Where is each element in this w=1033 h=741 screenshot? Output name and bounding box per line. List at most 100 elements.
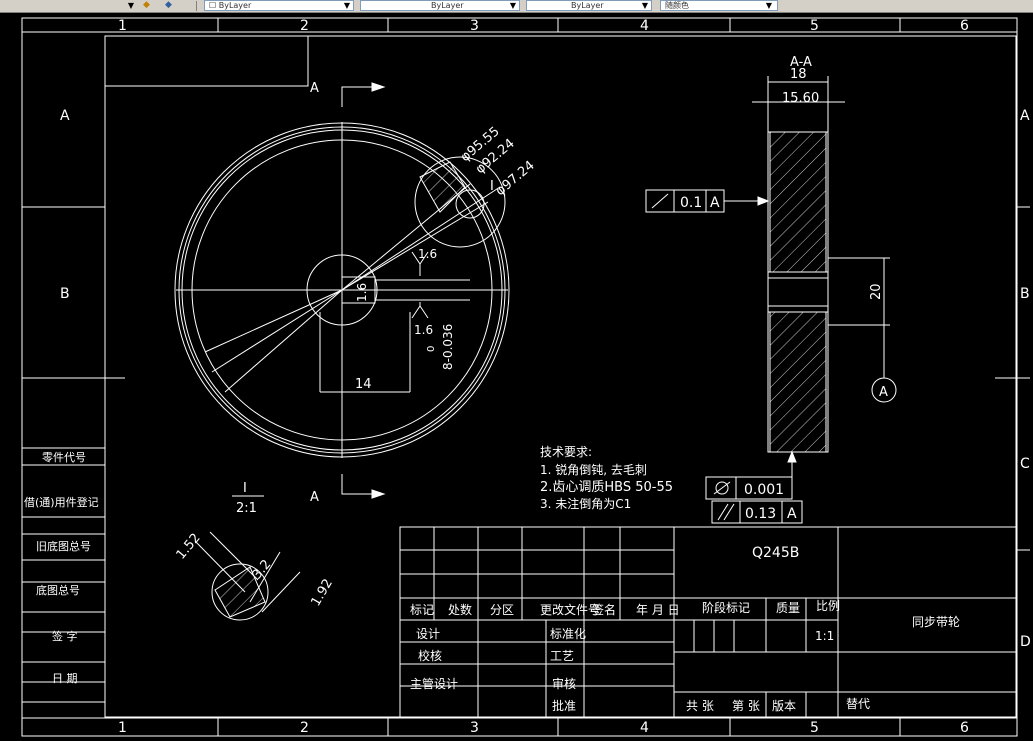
roughness-label: 1.6 (355, 283, 369, 302)
tb-standardize: 标准化 (550, 627, 586, 641)
date-label: 日 期 (52, 672, 78, 685)
row-label: A (1020, 108, 1030, 124)
tech-note-line: 1. 锐角倒钝, 去毛刺 (540, 463, 647, 477)
section-title: A-A (790, 55, 812, 70)
col-label: 1 (118, 720, 127, 736)
lineweight-control[interactable]: ByLayer (526, 0, 652, 11)
col-label: 3 (470, 720, 479, 736)
datum-label: A (879, 385, 888, 400)
section-marker-top: A (310, 81, 319, 96)
cylindricity-value: 0.001 (744, 482, 784, 498)
signature-label: 签 字 (52, 629, 78, 643)
tb-total-sheets: 共 张 (686, 699, 714, 713)
dim-width: 18 (790, 67, 807, 82)
detail-dim: 1.52 (174, 531, 204, 563)
layers-icon[interactable]: ◆ (165, 0, 172, 10)
color-control-value: ByLayer (218, 1, 252, 10)
detail-label: I (243, 481, 247, 496)
detail-view (195, 495, 301, 621)
plotstyle-control[interactable]: 随颜色 (660, 0, 778, 11)
tech-notes-title: 技术要求: (540, 445, 592, 459)
chevron-down-icon[interactable]: ▼ (765, 1, 773, 10)
tb-weight: 质量 (776, 601, 800, 615)
section-view (645, 76, 897, 524)
drawing-canvas[interactable]: 1 2 3 4 5 6 1 2 3 4 5 6 A B A B C D (0, 12, 1033, 741)
tb-stage-mark: 阶段标记 (702, 600, 750, 615)
tb-sheet-no: 第 张 (732, 699, 760, 713)
chevron-down-icon[interactable]: ▼ (641, 1, 649, 10)
tb-sign: 签名 (592, 602, 616, 617)
col-label: 2 (300, 18, 309, 34)
tb-change-doc: 更改文件号 (540, 602, 600, 617)
col-label: 6 (960, 720, 969, 736)
col-label: 5 (810, 720, 819, 736)
runout-datum: A (710, 195, 720, 211)
tb-check: 校核 (418, 648, 442, 663)
detail-ref-label: I (490, 179, 494, 194)
dim-tip-diameter: φ97.24 (493, 158, 538, 199)
part-name: 同步带轮 (912, 615, 960, 629)
tb-scale: 比例 (816, 599, 840, 613)
chevron-down-icon[interactable]: ▼ (127, 1, 135, 10)
borrowed-reg-label: 借(通)用件登记 (24, 495, 99, 509)
plotstyle-control-value: 随颜色 (665, 1, 689, 10)
left-panel-table (22, 447, 105, 703)
detail-scale: 2:1 (236, 501, 257, 516)
col-label: 5 (810, 18, 819, 34)
col-label: 2 (300, 720, 309, 736)
toolbar-separator (196, 1, 197, 11)
tb-design: 设计 (416, 627, 440, 641)
linetype-control-value: ByLayer (431, 1, 464, 10)
inner-frame (104, 35, 1017, 718)
detail-dim: 1.92 (308, 576, 335, 609)
tb-chief-design: 主管设计 (410, 676, 458, 691)
keyway-tolerance: 8-0.036 (441, 324, 455, 370)
color-control[interactable]: ☐ ByLayer (204, 0, 354, 11)
tb-replace: 替代 (846, 697, 870, 711)
col-label: 4 (640, 720, 649, 736)
code-box (105, 36, 309, 87)
col-label: 1 (118, 18, 127, 34)
layer-state-icon[interactable]: ◆ (143, 0, 150, 10)
dim-inner-width: 15.60 (782, 91, 819, 106)
tb-zone: 分区 (490, 603, 514, 617)
row-label: B (60, 286, 70, 302)
tb-ymd: 年 月 日 (636, 603, 680, 617)
title-block (399, 526, 1017, 719)
tech-note-line: 3. 未注倒角为C1 (540, 496, 631, 511)
front-view (174, 82, 510, 499)
parallelism-datum: A (787, 506, 797, 522)
tb-approve: 批准 (552, 698, 576, 713)
chevron-down-icon[interactable]: ▼ (343, 1, 351, 10)
tb-process: 工艺 (550, 649, 574, 663)
col-label: 6 (960, 18, 969, 34)
outer-frame (21, 17, 1018, 737)
material: Q245B (752, 545, 799, 561)
col-label: 3 (470, 18, 479, 34)
roughness-label: 1.6 (414, 323, 433, 337)
section-marker-bottom: A (310, 490, 319, 505)
parallelism-value: 0.13 (745, 506, 776, 522)
row-label: D (1020, 634, 1031, 650)
row-label: B (1020, 286, 1030, 302)
tb-version: 版本 (772, 699, 796, 713)
properties-toolbar: ▼ ◆ ◆ ☐ ByLayer ▼ ByLayer ▼ ByLayer ▼ 随颜… (0, 0, 1033, 13)
old-drawing-label: 旧底图总号 (36, 539, 91, 553)
column-dividers (217, 18, 901, 736)
tb-mark: 标记 (410, 603, 434, 617)
row-dividers (22, 206, 1030, 551)
color-swatch-icon: ☐ (209, 1, 217, 10)
tb-count: 处数 (448, 602, 472, 617)
tech-note-line: 2.齿心调质HBS 50-55 (540, 480, 673, 495)
row-label: A (60, 108, 70, 124)
col-label: 4 (640, 18, 649, 34)
linetype-control[interactable]: ByLayer (360, 0, 520, 11)
base-drawing-label: 底图总号 (36, 583, 80, 597)
dim-bore: 20 (869, 283, 884, 300)
keyway-tolerance-upper: 0 (426, 346, 437, 352)
chevron-down-icon[interactable]: ▼ (509, 1, 517, 10)
tb-review: 审核 (552, 676, 576, 691)
lineweight-control-value: ByLayer (571, 1, 604, 10)
dim-keyway-width: 14 (355, 377, 372, 392)
tb-scale-value: 1:1 (815, 629, 834, 643)
